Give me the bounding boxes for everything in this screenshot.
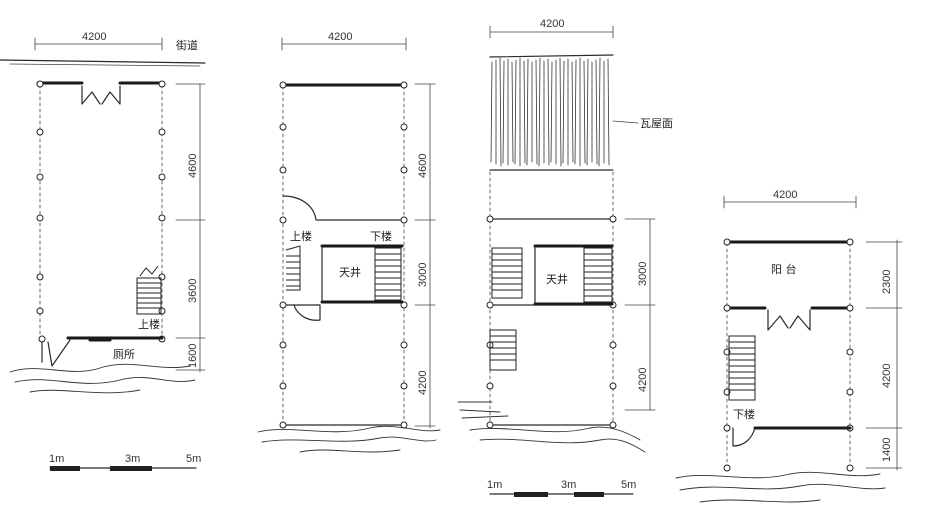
- side-stair: [489, 247, 523, 371]
- depth-dimension: 4200: [881, 364, 893, 388]
- scale-label: 5m: [186, 453, 201, 465]
- down-stair: [374, 247, 402, 301]
- scale-label: 3m: [561, 479, 576, 491]
- ground-line: [299, 449, 401, 453]
- plan-3: 4200 瓦屋面 天井: [457, 18, 673, 497]
- depth-dimension: 3000: [637, 262, 649, 286]
- width-dimension: 4200: [540, 18, 564, 30]
- back-door: [41, 339, 71, 367]
- depth-dimension: 4600: [187, 154, 199, 178]
- street-line: [9, 63, 201, 67]
- width-dimension: 4200: [773, 189, 797, 201]
- street-line: [0, 59, 206, 64]
- ground-line: [257, 425, 441, 433]
- down-stairs-label: 下楼: [370, 229, 392, 243]
- tile-roof: [489, 54, 614, 171]
- down-stair: [728, 335, 756, 401]
- door-swing: [282, 195, 317, 221]
- depth-dimension: 3600: [187, 279, 199, 303]
- courtyard-stair: [583, 247, 613, 303]
- door-swing: [293, 304, 321, 321]
- up-stairs-label: 上楼: [290, 229, 312, 243]
- scale-bar: 1m 3m 5m: [487, 479, 636, 497]
- ground-line: [457, 401, 509, 419]
- column-posts: [486, 215, 617, 429]
- column-posts: [36, 80, 166, 343]
- ground-line: [675, 471, 881, 479]
- ground-line: [261, 436, 437, 443]
- plan-1: 4200 街道 上: [0, 31, 206, 471]
- ground-line: [469, 426, 641, 441]
- up-stairs-label: 上楼: [138, 317, 160, 331]
- ground-line: [679, 483, 886, 491]
- toilet-label: 厕所: [113, 348, 135, 361]
- roof-label: 瓦屋面: [640, 117, 673, 130]
- down-stairs-label: 下楼: [733, 407, 755, 421]
- courtyard-label: 天井: [339, 265, 361, 279]
- scale-label: 3m: [125, 453, 140, 465]
- depth-dimension: 2300: [881, 270, 893, 294]
- courtyard-label: 天井: [546, 272, 568, 286]
- front-door: [81, 85, 121, 105]
- ground-line: [699, 499, 821, 503]
- ground-line: [479, 438, 646, 453]
- width-dimension: 4200: [328, 31, 352, 43]
- street-label: 街道: [176, 38, 198, 52]
- depth-dimension: 1600: [187, 344, 199, 368]
- scale-label: 1m: [49, 453, 64, 465]
- balcony-label: 阳 台: [771, 262, 797, 276]
- depth-dimension: 4200: [417, 371, 429, 395]
- ground-line: [14, 377, 196, 384]
- balcony-door: [767, 309, 811, 331]
- column-posts: [279, 81, 408, 429]
- ground-line: [9, 363, 191, 373]
- depth-dimension: 3000: [417, 263, 429, 287]
- depth-dimension: 4200: [637, 368, 649, 392]
- up-stair: [285, 245, 301, 291]
- depth-dimension: 1400: [881, 438, 893, 462]
- roof-leader: [612, 120, 639, 124]
- scale-bar: 1m 3m 5m: [49, 453, 201, 471]
- plan-2: 4200 天井: [257, 31, 441, 453]
- depth-dimension: 4600: [417, 154, 429, 178]
- plan-4: 4200 阳 台 下楼: [675, 189, 903, 503]
- scale-label: 5m: [621, 479, 636, 491]
- scale-label: 1m: [487, 479, 502, 491]
- stair: [136, 265, 162, 315]
- door-swing: [732, 427, 756, 447]
- width-dimension: 4200: [82, 31, 106, 43]
- ground-line: [29, 389, 141, 394]
